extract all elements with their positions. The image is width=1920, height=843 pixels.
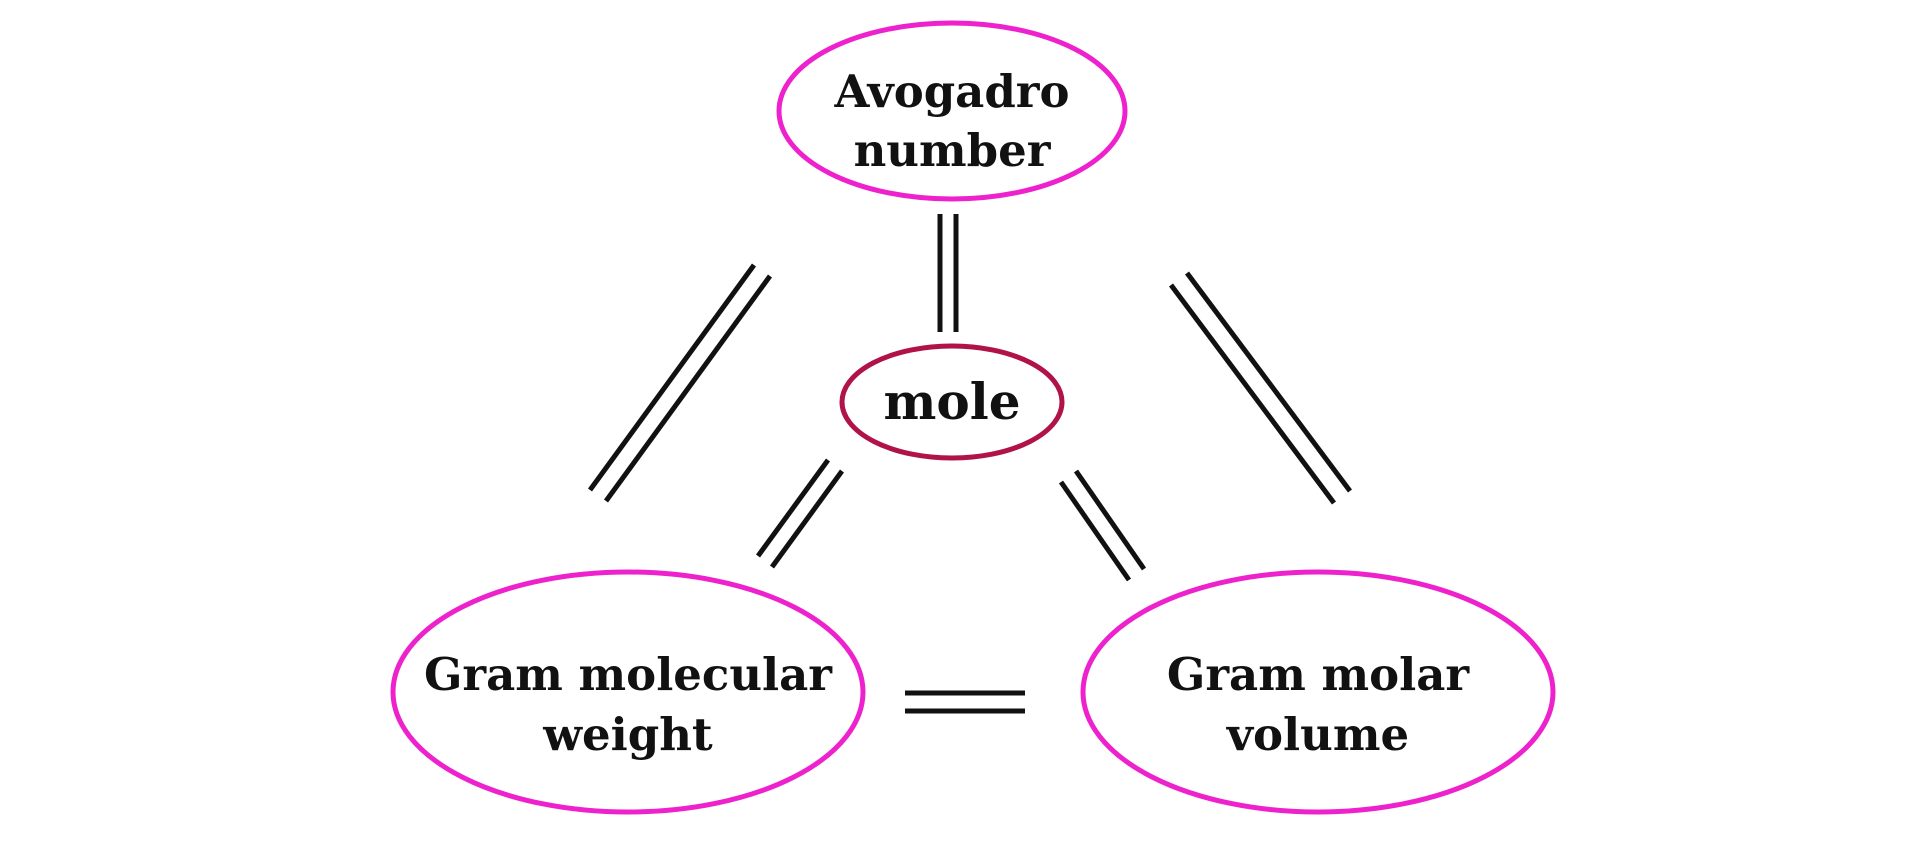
gram-molar-volume-label-line1: Gram molar xyxy=(1167,648,1470,701)
avogadro-label-line2: number xyxy=(854,124,1052,177)
mole-ellipse xyxy=(839,343,1065,461)
connector-mole-gmw-line-b xyxy=(769,469,845,569)
gram-molar-volume-label-line2: volume xyxy=(1226,708,1409,761)
gram-molecular-weight-ellipse xyxy=(390,569,866,815)
connector-gmw-gmv xyxy=(905,690,1025,714)
mole-label: mole xyxy=(883,372,1020,431)
connector-avogadro-gram-molar-volume xyxy=(1168,271,1353,505)
node-mole: mole xyxy=(839,343,1065,461)
connector-avogadro-gmw-line-b xyxy=(603,274,773,503)
connector-mole-gram-molecular-weight xyxy=(755,458,845,569)
connector-avogadro-gmv-line-a xyxy=(1184,271,1353,493)
connector-avogadro-mole xyxy=(937,214,959,332)
node-gram-molar-volume: Gram molar volume xyxy=(1080,569,1556,815)
avogadro-label-line1: Avogadro xyxy=(833,65,1069,118)
connector-mole-gmv-line-a xyxy=(1073,469,1147,571)
gram-molecular-weight-label-line1: Gram molecular xyxy=(424,648,833,701)
connector-avogadro-gmv-line-b xyxy=(1168,283,1337,505)
node-gram-molecular-weight: Gram molecular weight xyxy=(390,569,866,815)
avogadro-ellipse xyxy=(776,20,1128,202)
connector-mole-gmw-line-a xyxy=(755,458,831,558)
gram-molar-volume-ellipse xyxy=(1080,569,1556,815)
connector-mole-gram-molar-volume xyxy=(1058,469,1147,582)
connector-avogadro-gmw-line-a xyxy=(587,263,757,492)
connector-mole-gmv-line-b xyxy=(1058,480,1132,582)
node-avogadro-number: Avogadro number xyxy=(776,20,1128,202)
connector-avogadro-gram-molecular-weight xyxy=(587,263,773,503)
gram-molecular-weight-label-line2: weight xyxy=(542,708,713,761)
